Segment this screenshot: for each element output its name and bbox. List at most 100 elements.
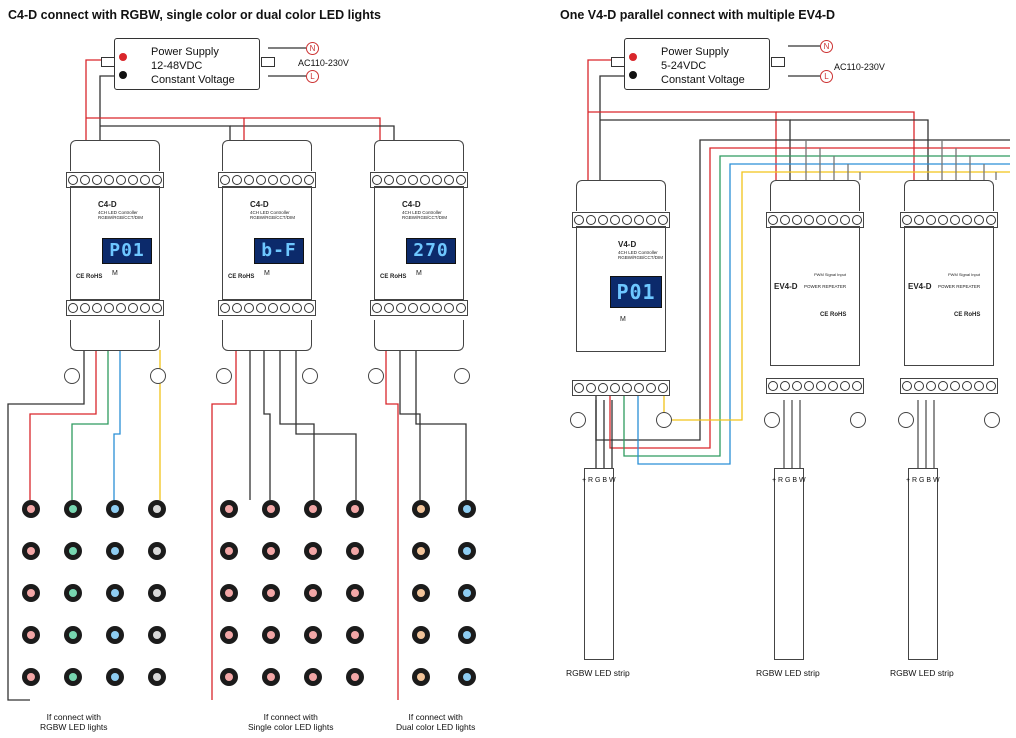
- ac-n-terminal: N: [820, 40, 833, 53]
- led-emitter: [410, 540, 432, 562]
- led-emitter: [104, 498, 126, 520]
- out2-c4: [295, 348, 357, 500]
- psu-line2: 5-24VDC: [661, 60, 707, 72]
- led-emitter: [456, 498, 478, 520]
- left-power-supply: Power Supply 12-48VDC Constant Voltage: [101, 38, 275, 90]
- strip-pins: + R G B W: [582, 477, 616, 484]
- left-section-title: C4-D connect with RGBW, single color or …: [8, 8, 381, 22]
- rgbw-led-strip-3: [908, 468, 938, 660]
- cert-marks: CE RoHS: [76, 274, 103, 280]
- strip-label: RGBW LED strip: [756, 668, 820, 678]
- out3-plus: [385, 348, 399, 700]
- controller-model: C4-D: [250, 200, 269, 209]
- strip-pins: + R G B W: [772, 477, 806, 484]
- out1-blue: [113, 348, 121, 500]
- led-emitter: [344, 582, 366, 604]
- rpsu-minus: [599, 75, 628, 212]
- led-emitter: [260, 666, 282, 688]
- sig-blue: [637, 163, 1010, 465]
- ac-input-label: AC110-230V: [834, 62, 885, 72]
- led-emitter: [104, 666, 126, 688]
- controller-model: C4-D: [402, 200, 421, 209]
- strip3-wires: [917, 400, 935, 476]
- out1-plus: [7, 348, 85, 701]
- led-emitter: [146, 624, 168, 646]
- m-button[interactable]: M: [264, 270, 270, 277]
- led-emitter: [410, 498, 432, 520]
- repeater-input-label: PWM Signal Input: [948, 272, 981, 277]
- strip-label: RGBW LED strip: [566, 668, 630, 678]
- repeater-model: EV4-D: [908, 282, 932, 291]
- rbus-plus-2: [776, 111, 915, 212]
- led-emitter: [104, 624, 126, 646]
- led-emitter: [62, 498, 84, 520]
- out1-red: [29, 348, 97, 500]
- psu-label: Power Supply 5-24VDC Constant Voltage: [661, 45, 745, 87]
- out2-plus: [211, 348, 237, 700]
- strip1-wires: [595, 400, 613, 476]
- controller-display: P01: [102, 238, 152, 264]
- cert-marks: CE RoHS: [380, 274, 407, 280]
- out1-green: [71, 348, 109, 500]
- right-power-supply: Power Supply 5-24VDC Constant Voltage: [611, 38, 785, 90]
- psu-line3: Constant Voltage: [151, 74, 235, 86]
- m-button[interactable]: M: [416, 270, 422, 277]
- led-emitter: [218, 582, 240, 604]
- led-emitter: [410, 582, 432, 604]
- led-emitter: [456, 540, 478, 562]
- led-emitter: [146, 666, 168, 688]
- led-emitter: [62, 666, 84, 688]
- psu-line2: 12-48VDC: [151, 60, 203, 72]
- m-button[interactable]: M: [620, 316, 626, 323]
- repeater-input-label: PWM Signal Input: [814, 272, 847, 277]
- led-emitter: [260, 582, 282, 604]
- cert-marks: CE RoHS: [820, 312, 847, 318]
- led-emitter: [302, 540, 324, 562]
- led-emitter: [104, 540, 126, 562]
- cert-marks: CE RoHS: [228, 274, 255, 280]
- strip-pins: + R G B W: [906, 477, 940, 484]
- rgbw-led-strip-2: [774, 468, 804, 660]
- ac-l-terminal: L: [820, 70, 833, 83]
- sig-yellow: [663, 171, 1010, 421]
- out2-c3: [279, 348, 315, 500]
- led-emitter: [146, 540, 168, 562]
- led-emitter: [20, 540, 42, 562]
- ac-input-label: AC110-230V: [298, 58, 349, 68]
- repeater-subtitle: POWER REPEATER: [804, 284, 847, 289]
- led-emitter: [456, 582, 478, 604]
- psu-line1: Power Supply: [151, 46, 219, 58]
- led-emitter: [20, 582, 42, 604]
- led-emitter: [20, 498, 42, 520]
- led-emitter: [456, 624, 478, 646]
- led-emitter: [62, 582, 84, 604]
- ev4d-repeater-2: PWM Signal Input EV4-D POWER REPEATER CE…: [898, 180, 1000, 428]
- led-emitter: [260, 498, 282, 520]
- led-emitter: [218, 666, 240, 688]
- led-emitter: [410, 624, 432, 646]
- led-emitter: [344, 624, 366, 646]
- strip2-wires: [783, 400, 801, 476]
- psu-line3: Constant Voltage: [661, 74, 745, 86]
- led-emitter: [344, 540, 366, 562]
- controller-model: C4-D: [98, 200, 117, 209]
- m-button[interactable]: M: [112, 270, 118, 277]
- out3-c2: [415, 348, 467, 500]
- repeater-model: EV4-D: [774, 282, 798, 291]
- controller-display: b-F: [254, 238, 304, 264]
- led-emitter: [104, 582, 126, 604]
- controller-model: V4-D: [618, 240, 637, 249]
- led-emitter: [20, 666, 42, 688]
- led-emitter: [62, 540, 84, 562]
- led-emitter: [146, 582, 168, 604]
- strip-label: RGBW LED strip: [890, 668, 954, 678]
